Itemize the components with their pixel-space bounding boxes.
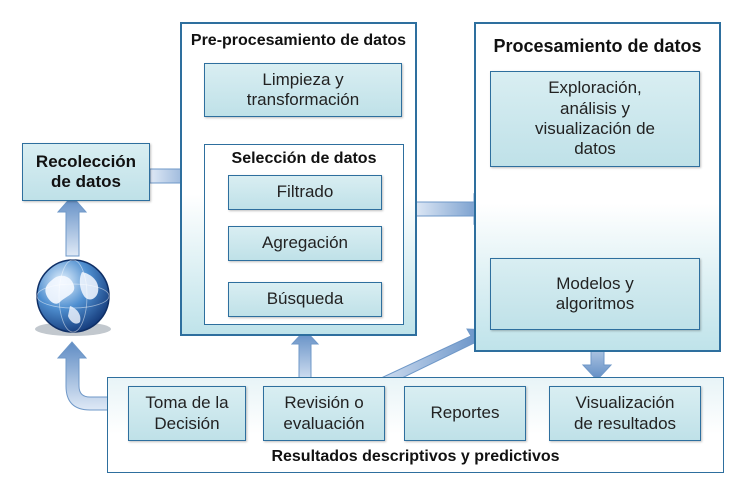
arrow-decision-to-globe — [56, 341, 129, 411]
globe-icon — [35, 259, 111, 336]
arrow-globe-to-collection — [56, 195, 88, 257]
reports-box: Reportes — [404, 386, 526, 441]
results-title: Resultados descriptivos y predictivos — [271, 448, 560, 465]
visualization-box: Visualización de resultados — [549, 386, 701, 441]
collection-label-line2: de datos — [51, 172, 121, 191]
collection-label-line1: Recolección — [35, 151, 137, 171]
selection-title: Selección de datos — [231, 150, 377, 167]
search-box: Búsqueda — [228, 282, 382, 317]
exploration-box: Exploración, análisis y visualización de… — [490, 71, 700, 167]
collection-box: Recolección de datos — [22, 143, 150, 201]
preprocessing-title: Pre-procesamiento de datos — [190, 32, 407, 49]
cleaning-box: Limpieza y transformación — [204, 63, 402, 117]
filter-box: Filtrado — [228, 175, 382, 210]
decision-box: Toma de la Decisión — [128, 386, 246, 441]
aggregation-box: Agregación — [228, 226, 382, 261]
processing-title: Procesamiento de datos — [493, 36, 702, 56]
review-box: Revisión o evaluación — [263, 386, 385, 441]
models-box: Modelos y algoritmos — [490, 258, 700, 330]
